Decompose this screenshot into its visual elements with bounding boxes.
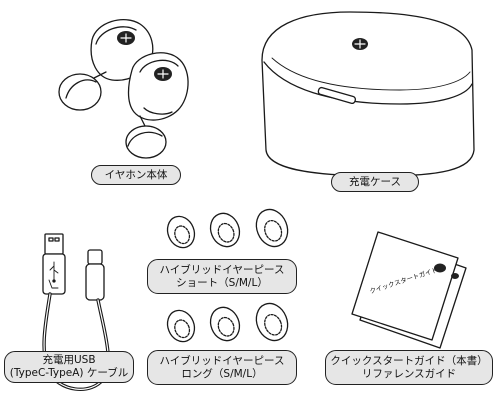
earphones-label-text: イヤホン本体 <box>104 168 168 181</box>
cable-label-line1: 充電用USB <box>42 354 96 366</box>
usb-symbol-icon <box>49 261 59 283</box>
case-label: 充電ケース <box>331 172 419 192</box>
brand-logo-icon <box>352 38 368 50</box>
guide-label-line1: クイックスタートガイド（本書） <box>330 354 488 367</box>
case-label-text: 充電ケース <box>349 175 401 188</box>
charging-case-illustration <box>261 11 475 177</box>
brand-logo-icon <box>451 273 459 279</box>
eartips-short-label-line1: ハイブリッドイヤーピース <box>159 263 285 276</box>
eartips-long-illustration <box>166 302 289 343</box>
eartips-long-label-line1: ハイブリッドイヤーピース <box>159 354 285 367</box>
cable-label: 充電用USB (TypeC-TypeA) ケーブル <box>4 351 134 383</box>
usb-cable-illustration <box>42 233 110 392</box>
brand-logo-icon <box>117 31 135 45</box>
guide-label-line2: リファレンスガイド <box>361 367 457 380</box>
cable-label-line2: (TypeC-TypeA) ケーブル <box>9 367 129 379</box>
earphones-label: イヤホン本体 <box>91 165 181 185</box>
earphones-illustration <box>58 19 189 159</box>
eartips-short-label-line2: ショート（S/M/L） <box>176 276 268 289</box>
eartips-short-illustration <box>166 208 289 249</box>
guide-label: クイックスタートガイド（本書） リファレンスガイド <box>325 350 493 385</box>
brand-logo-icon <box>154 67 172 81</box>
eartips-short-label: ハイブリッドイヤーピース ショート（S/M/L） <box>147 259 297 294</box>
eartips-long-label: ハイブリッドイヤーピース ロング（S/M/L） <box>147 350 297 385</box>
eartips-long-label-line2: ロング（S/M/L） <box>181 367 263 380</box>
brand-logo-icon <box>434 263 446 273</box>
manuals-illustration <box>351 231 467 349</box>
